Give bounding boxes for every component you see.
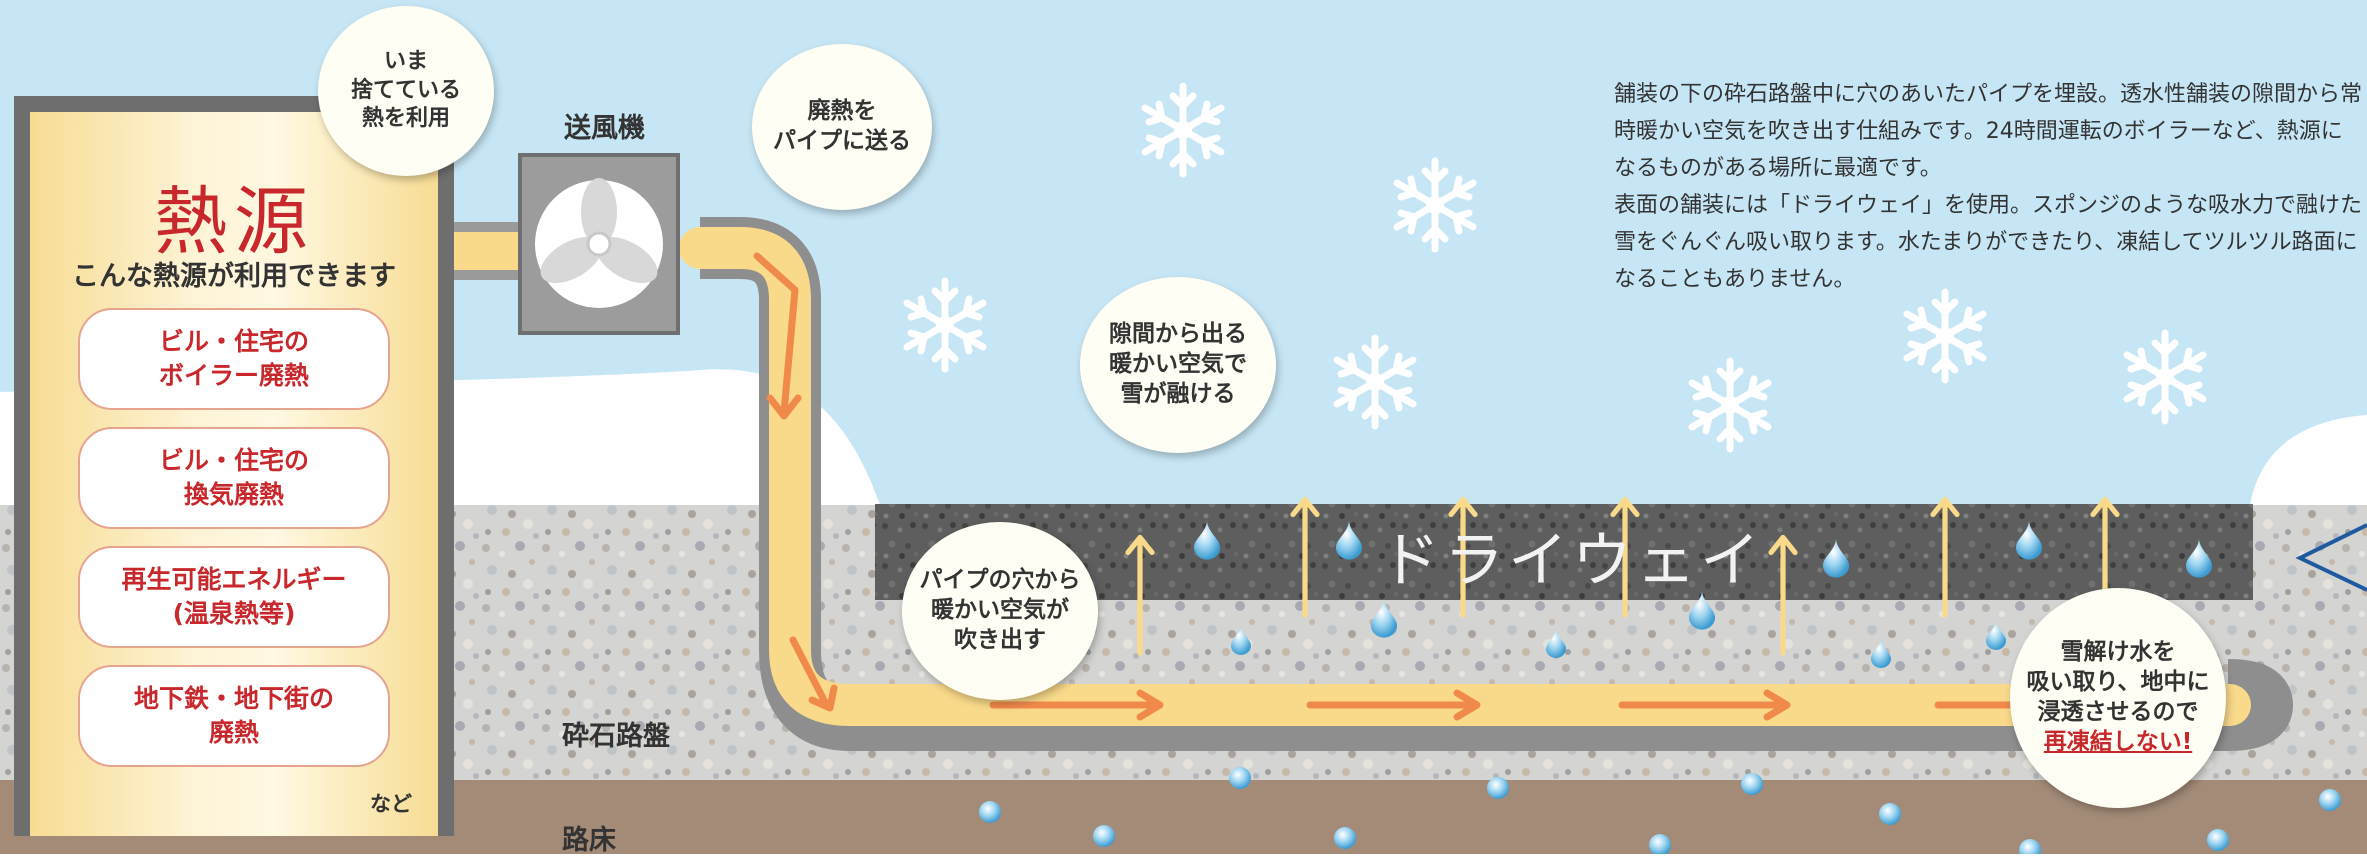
bubble-line: 熱を利用	[361, 106, 450, 132]
bubble-line: 吸い取り、地中に	[2026, 669, 2210, 696]
bubble-meltwater: 雪解け水を 吸い取り、地中に 浸透させるので 再凍結しない!	[2010, 588, 2226, 808]
ground-drops	[979, 767, 2341, 854]
bubble-line: 雪解け水を	[2060, 639, 2176, 666]
heat-source-line: ボイラー廃熱	[158, 361, 309, 390]
bubble-line: パイプに送る	[773, 128, 911, 154]
description: 舗装の下の砕石路盤中に穴のあいたパイプを埋設。透水性舗装の隙間から常時暖かい空気…	[1614, 76, 2364, 298]
heat-source-line: ビル・住宅の	[158, 327, 309, 357]
blower-fan	[518, 153, 680, 335]
bubble-emphasis: 再凍結しない!	[2043, 728, 2193, 755]
subgrade-label: 路床	[562, 825, 616, 856]
flow-arrows	[753, 252, 2034, 721]
bubble-line: いま	[383, 49, 428, 75]
heat-source-panel: 熱源 こんな熱源が利用できます ビル・住宅の ボイラー廃熱 ビル・住宅の 換気廃…	[14, 96, 454, 836]
heat-source-line: 地下鉄・地下街の	[133, 684, 334, 714]
heat-source-line: ビル・住宅の	[158, 446, 309, 476]
fan-label: 送風機	[564, 113, 645, 144]
heat-source-line: 換気廃熱	[183, 480, 284, 509]
panel-etc: など	[370, 792, 412, 816]
bubble-line: 暖かい空気で	[1109, 351, 1247, 378]
description-paragraph: 舗装の下の砕石路盤中に穴のあいたパイプを埋設。透水性舗装の隙間から常時暖かい空気…	[1614, 82, 2363, 181]
duct-inner	[454, 232, 529, 270]
bubble-send-heat: 廃熱を パイプに送る	[752, 44, 932, 210]
bubble-waste-heat: いま 捨てている 熱を利用	[318, 6, 494, 176]
bubble-line: 捨てている	[350, 77, 461, 103]
bubble-line: 廃熱を	[807, 98, 877, 125]
heat-source-line: 廃熱	[208, 718, 259, 747]
heat-source-line: (温泉熱等)	[172, 599, 296, 628]
panel-subtitle: こんな熱源が利用できます	[72, 261, 396, 292]
bubble-line: 隙間から出る	[1109, 321, 1247, 348]
heat-source-item: 地下鉄・地下街の 廃熱	[78, 665, 390, 767]
dryway-label: ドライウェイ	[1380, 526, 1764, 596]
edge-marker	[2295, 523, 2367, 592]
bubble-line: パイプの穴から	[919, 567, 1081, 594]
heat-source-item: ビル・住宅の ボイラー廃熱	[78, 308, 390, 410]
bubble-warm-air: パイプの穴から 暖かい空気が 吹き出す	[902, 522, 1098, 700]
heat-source-item: ビル・住宅の 換気廃熱	[78, 427, 390, 529]
gravel-label: 砕石路盤	[562, 721, 670, 752]
panel-title: 熱源	[154, 179, 314, 265]
bubble-line: 浸透させるので	[2037, 699, 2199, 725]
bubble-snow-melts: 隙間から出る 暖かい空気で 雪が融ける	[1080, 277, 1276, 453]
description-paragraph: 表面の舗装には「ドライウェイ」を使用。スポンジのような吸水力で融けた雪をぐんぐん…	[1614, 193, 2363, 292]
heat-source-line: 再生可能エネルギー	[121, 565, 347, 595]
bubble-line: 雪が融ける	[1120, 380, 1236, 407]
snow-bank-right	[2250, 415, 2367, 505]
bubble-line: 暖かい空気が	[931, 597, 1069, 624]
heat-source-item: 再生可能エネルギー (温泉熱等)	[78, 546, 390, 648]
bubble-line: 吹き出す	[954, 626, 1046, 653]
